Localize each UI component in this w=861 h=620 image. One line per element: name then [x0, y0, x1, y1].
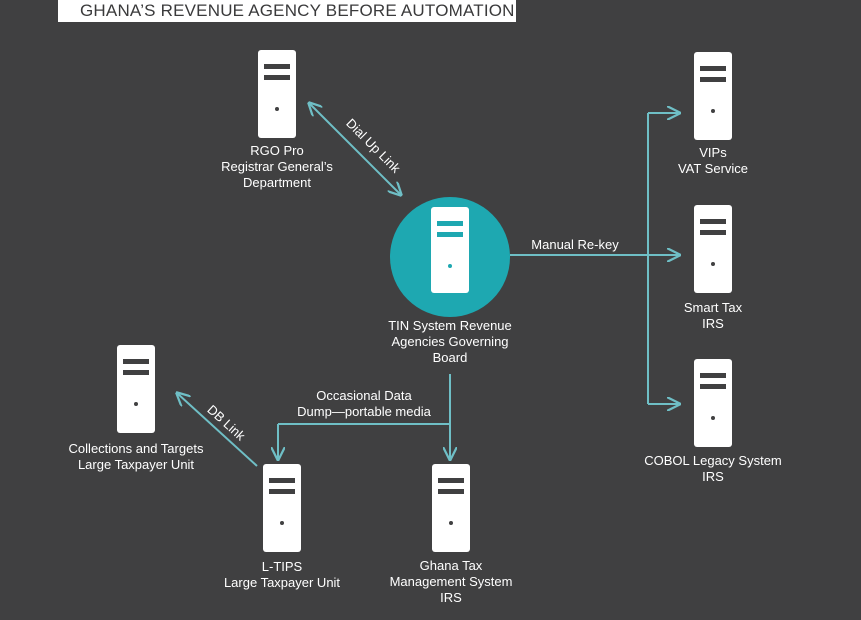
gtms-server-icon — [432, 464, 470, 552]
tin-system-hub — [390, 197, 510, 317]
gtms-label: Ghana Tax Management System IRS — [389, 558, 513, 605]
data-dump-label: Occasional Data Dump—portable media — [297, 388, 431, 419]
collections-label: Collections and Targets Large Taxpayer U… — [68, 441, 204, 472]
smart-tax-server-icon — [694, 205, 732, 293]
ltips-server-icon — [263, 464, 301, 552]
tin-server-icon — [431, 207, 469, 293]
smart-tax-label: Smart Tax IRS — [683, 300, 743, 331]
collections-server-icon — [117, 345, 155, 433]
tin-label: TIN System Revenue Agencies Governing Bo… — [388, 318, 512, 365]
cobol-server-icon — [694, 359, 732, 447]
vips-label: VIPs VAT Service — [677, 145, 749, 176]
diagram-title: GHANA’S REVENUE AGENCY BEFORE AUTOMATION — [58, 0, 516, 22]
manual-rekey-label: Manual Re-key — [531, 237, 619, 252]
vips-server-icon — [694, 52, 732, 140]
rgo-label: RGO Pro Registrar General’s Department — [221, 143, 333, 190]
cobol-label: COBOL Legacy System IRS — [644, 453, 782, 484]
ltips-label: L-TIPS Large Taxpayer Unit — [223, 559, 341, 590]
rgo-server-icon — [258, 50, 296, 138]
db-link-line — [178, 394, 258, 467]
dial-up-link-line — [310, 104, 400, 194]
